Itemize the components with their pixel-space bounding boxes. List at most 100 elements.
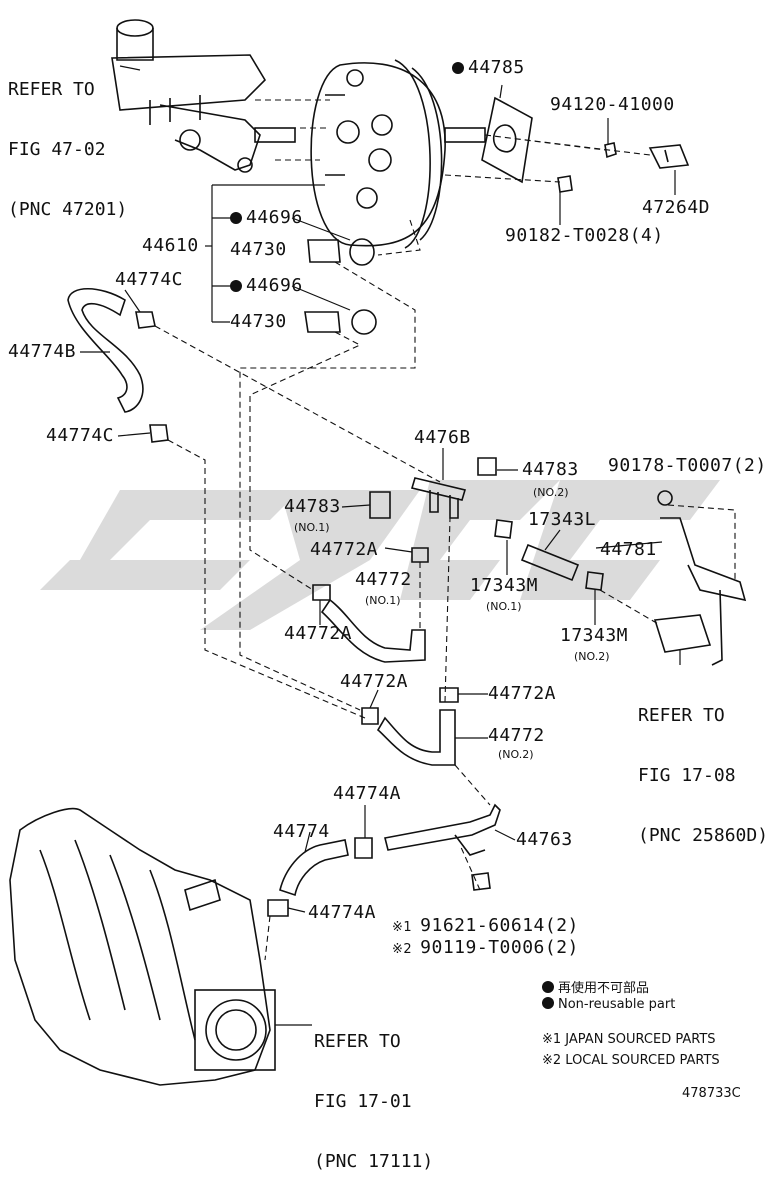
part-label-17343m-no1: 17343M (470, 575, 539, 596)
part-number: 91621-60614(2) (420, 915, 579, 936)
part-label-44772-no1: 44772 (355, 569, 412, 590)
figure-id: 478733C (682, 1086, 741, 1101)
part-label-44785: 44785 (452, 58, 525, 78)
brake-booster-illustration (310, 59, 486, 249)
legend-japanese: 再使用不可部品 (542, 977, 649, 996)
part-number: 44785 (468, 57, 525, 78)
legend-english: Non-reusable part (542, 997, 675, 1012)
part-label-94120-41000: 94120-41000 (550, 94, 675, 115)
hose-44772-no2-illustration (376, 709, 456, 766)
bracket-44781-illustration (660, 517, 747, 602)
ref-line: REFER TO (8, 79, 95, 100)
non-reusable-dot-icon (230, 280, 242, 292)
part-number: 90119-T0006(2) (420, 937, 579, 958)
part-label-17343m-no2: 17343M (560, 625, 629, 646)
part-label-44774a-top: 44774A (333, 783, 402, 804)
part-label-44730-b: 44730 (230, 311, 287, 332)
bolt-washer-illustration (557, 175, 573, 193)
legend-text: 再使用不可部品 (558, 981, 650, 996)
bolt-91621 (471, 872, 491, 891)
sub-label-no2: (NO.2) (574, 650, 610, 663)
clamp-44774a-top (354, 837, 373, 859)
ref-throttle-body: REFER TO FIG 17-01 (PNC 17111) (314, 992, 433, 1192)
part-label-44783-no1: 44783 (284, 496, 341, 517)
note-local-sourced: ※2 LOCAL SOURCED PARTS (542, 1053, 720, 1068)
ref-line: FIG 17-01 (314, 1091, 412, 1112)
source-mark: ※2 (392, 942, 413, 957)
canister-valve-illustration (653, 589, 723, 666)
hose-44774-illustration (279, 839, 349, 897)
part-label-44772a-4: 44772A (488, 683, 557, 704)
ref-line: FIG 17-08 (638, 765, 736, 786)
non-reusable-dot-icon (542, 997, 554, 1009)
sub-label-no1: (NO.1) (294, 521, 330, 534)
non-reusable-dot-icon (542, 981, 554, 993)
nut-illustration (604, 142, 617, 159)
ref-line: (PNC 17111) (314, 1151, 434, 1172)
part-label-90119-t0006: ※2 90119-T0006(2) (392, 938, 579, 960)
part-label-44772-no2: 44772 (488, 725, 545, 746)
ref-line: REFER TO (638, 705, 725, 726)
hose-17343l-illustration (520, 543, 580, 582)
clamp-44774a-bot (267, 899, 289, 917)
part-label-44772a-3: 44772A (340, 671, 409, 692)
part-label-44763: 44763 (516, 829, 573, 850)
ref-line: (PNC 47201) (8, 199, 128, 220)
clip-44783-no1 (369, 491, 391, 519)
sub-label-no2: (NO.2) (498, 748, 534, 761)
part-label-90178-t0007: 90178-T0007(2) (608, 455, 767, 476)
non-reusable-dot-icon (230, 212, 242, 224)
sub-label-no1: (NO.1) (486, 600, 522, 613)
sub-label-no1: (NO.1) (365, 594, 401, 607)
part-label-44696-b: 44696 (230, 276, 303, 296)
master-cylinder-illustration (111, 19, 296, 173)
source-mark: ※1 (392, 920, 413, 935)
clamp-44774c-bot (149, 424, 169, 443)
ref-master-cylinder: REFER TO FIG 47-02 (PNC 47201) (8, 40, 127, 240)
ref-line: (PNC 25860D) (638, 825, 768, 846)
part-number: 44696 (246, 275, 303, 296)
sub-label-no2: (NO.2) (533, 486, 569, 499)
hose-44774b-illustration (67, 288, 144, 413)
tee-4476b-illustration (410, 477, 467, 519)
part-label-44774c-top: 44774C (115, 269, 184, 290)
part-label-44783-no2: 44783 (522, 459, 579, 480)
part-label-47264d: 47264D (642, 197, 711, 218)
part-label-17343l: 17343L (528, 509, 597, 530)
check-valve-illustration (304, 238, 377, 335)
watermark-logo (40, 480, 720, 630)
clamp-44772a-2 (312, 584, 331, 601)
gasket-illustration (481, 96, 533, 184)
part-label-44730-a: 44730 (230, 239, 287, 260)
note-japan-sourced: ※1 JAPAN SOURCED PARTS (542, 1032, 716, 1047)
part-label-91621-60614: ※1 91621-60614(2) (392, 916, 579, 938)
part-label-44772a-2: 44772A (284, 623, 353, 644)
part-label-44774b: 44774B (8, 341, 77, 362)
clip-44783-no2 (477, 457, 497, 476)
legend-text: Non-reusable part (558, 997, 676, 1012)
clamp-44772a-1 (411, 547, 429, 563)
part-label-44610: 44610 (142, 235, 199, 256)
ref-canister-valve: REFER TO FIG 17-08 (PNC 25860D) (638, 666, 768, 866)
part-label-4476b: 4476B (414, 427, 471, 448)
bracket-illustration (648, 144, 690, 169)
part-label-44772a-1: 44772A (310, 539, 379, 560)
part-label-44774a-bottom: 44774A (308, 902, 377, 923)
part-number: 44696 (246, 207, 303, 228)
part-label-44774: 44774 (273, 821, 330, 842)
hose-44772-no1-illustration (320, 598, 426, 663)
clamp-17343m-no1 (494, 519, 513, 539)
part-label-90182-t0028: 90182-T0028(4) (505, 225, 664, 246)
clamp-44772a-3 (361, 707, 379, 725)
part-label-44774c-bottom: 44774C (46, 425, 115, 446)
clamp-44774c-top (135, 311, 156, 329)
ref-line: FIG 47-02 (8, 139, 106, 160)
intake-manifold-illustration (9, 807, 276, 1086)
parts-diagram (9, 19, 747, 1086)
non-reusable-dot-icon (452, 62, 464, 74)
part-label-44696-a: 44696 (230, 208, 303, 228)
clamp-44772a-4 (439, 687, 459, 703)
ref-line: REFER TO (314, 1031, 401, 1052)
clip-90178 (657, 490, 673, 506)
part-label-44781: 44781 (600, 539, 657, 560)
